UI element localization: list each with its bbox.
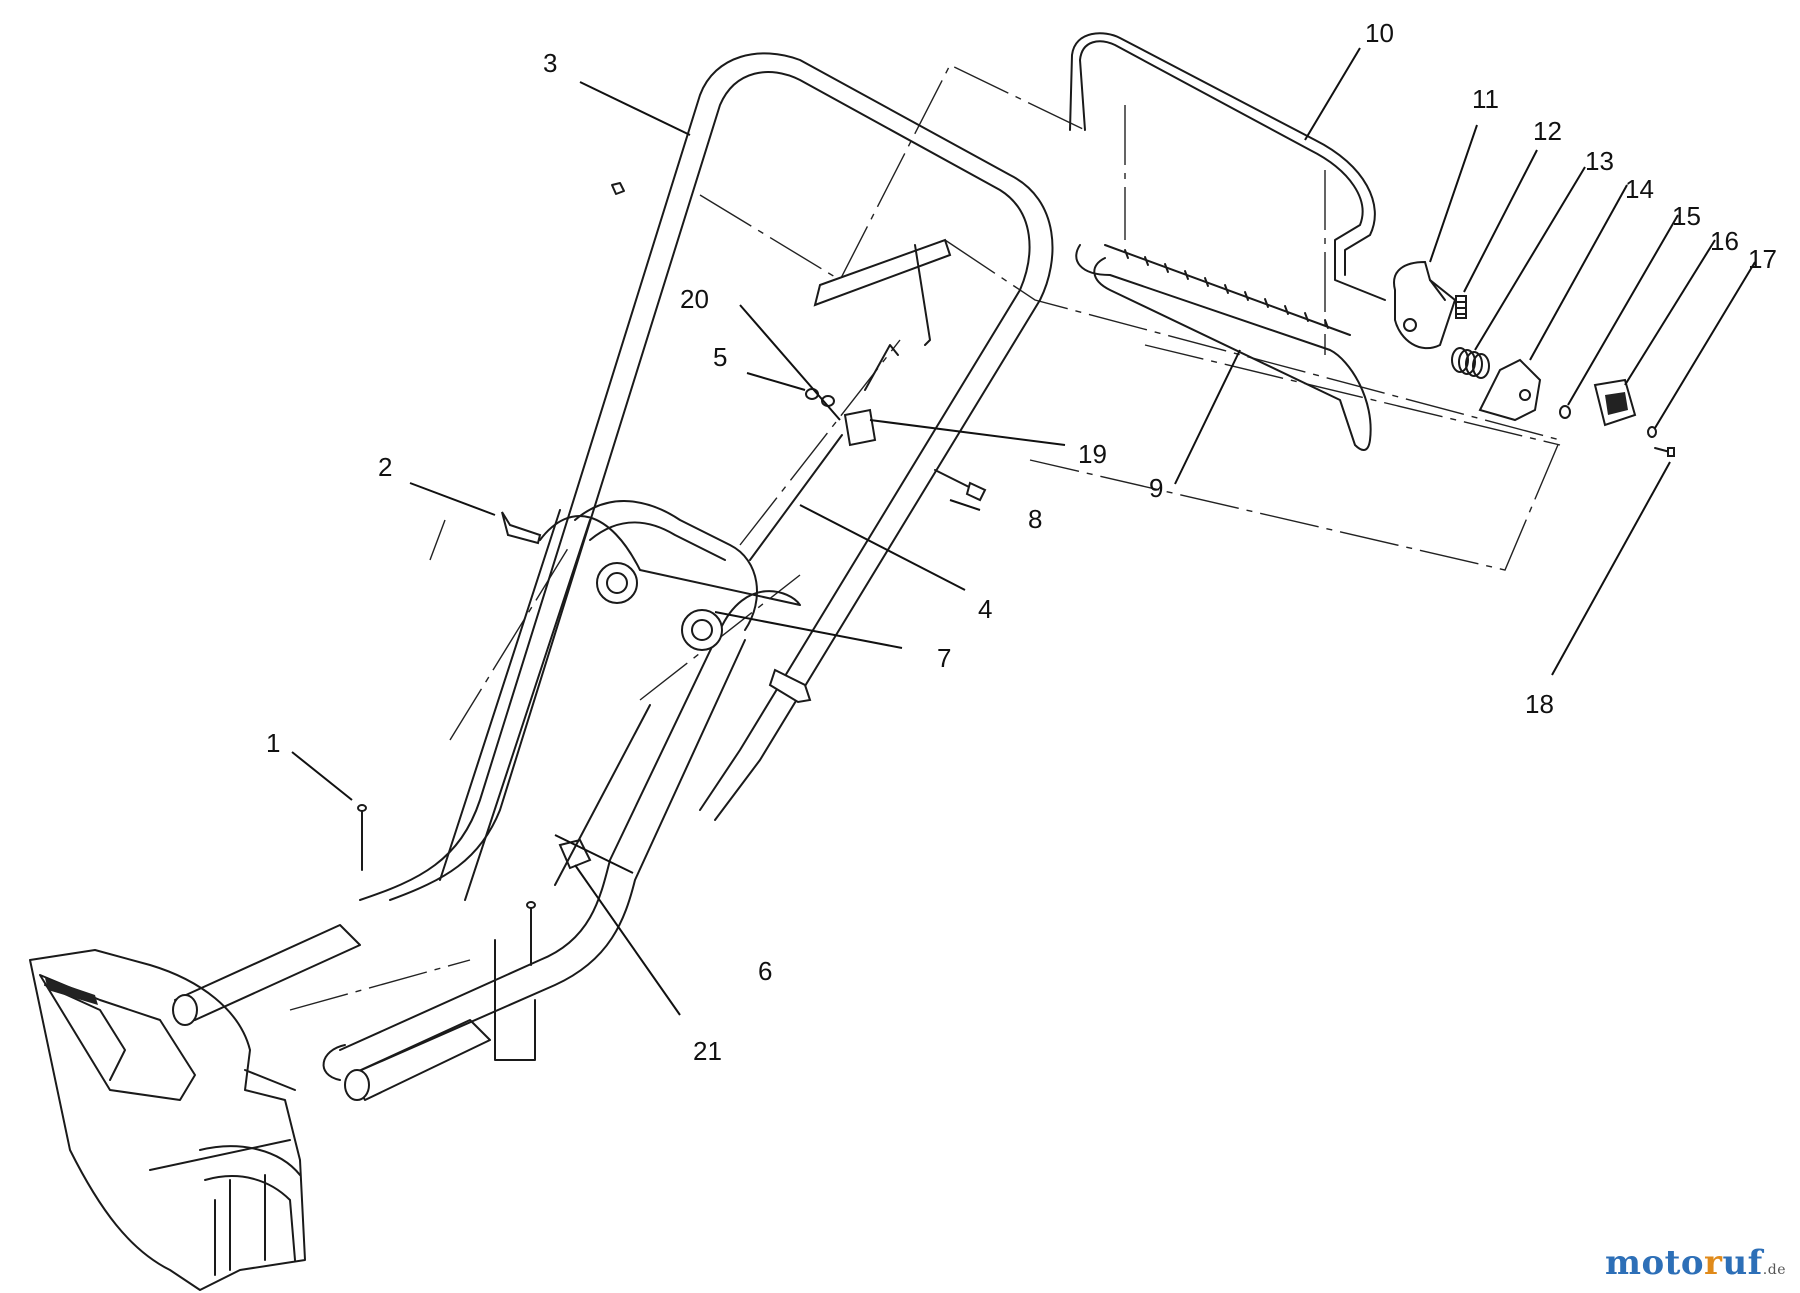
- mower-housing: [29, 949, 306, 1291]
- carriage-bolt-2: [501, 511, 542, 545]
- carriage-bolt-lower: [768, 668, 812, 704]
- callout-labels: 1 2 3 4 5 6 7 8 9 10 11 12 13 14 15 16 1…: [266, 18, 1777, 1066]
- callout-1: 1: [266, 728, 280, 758]
- callout-5: 5: [713, 342, 727, 372]
- watermark-part-c: uf: [1722, 1243, 1763, 1283]
- washer-15: [1559, 405, 1571, 419]
- phantom-lines: [289, 64, 1561, 1011]
- callout-14: 14: [1625, 174, 1654, 204]
- watermark-part-a: moto: [1604, 1243, 1705, 1283]
- upper-handle: [359, 52, 1054, 901]
- nut-17: [1647, 426, 1657, 438]
- bolt-1-left: [357, 804, 367, 871]
- cable-tie-21: [554, 704, 651, 886]
- knob-7: [681, 609, 723, 651]
- bail-and-bar: [1069, 32, 1386, 451]
- cable-clamp-19: [843, 344, 899, 447]
- lower-handle: [322, 500, 801, 1081]
- callout-16: 16: [1710, 226, 1739, 256]
- callout-18: 18: [1525, 689, 1554, 719]
- callout-11: 11: [1472, 84, 1499, 114]
- watermark-tld: .de: [1762, 1262, 1786, 1278]
- screw-18: [1654, 447, 1675, 457]
- callout-7: 7: [937, 643, 951, 673]
- cable-4: [749, 434, 843, 561]
- callout-12: 12: [1533, 116, 1562, 146]
- callout-17: 17: [1748, 244, 1777, 274]
- callout-9: 9: [1149, 473, 1163, 503]
- callout-8: 8: [1028, 504, 1042, 534]
- callout-2: 2: [378, 452, 392, 482]
- callout-13: 13: [1585, 146, 1614, 176]
- mounting-plate: [494, 238, 952, 1061]
- leader-lines: [291, 47, 1756, 1016]
- callout-4: 4: [978, 594, 992, 624]
- callout-20: 20: [680, 284, 709, 314]
- lower-tubes: [172, 924, 491, 1101]
- torsion-spring-13: [1451, 347, 1490, 379]
- callout-21: 21: [693, 1036, 722, 1066]
- callout-6: 6: [758, 956, 772, 986]
- bolt-1-right: [526, 901, 536, 966]
- watermark-part-b: r: [1704, 1243, 1723, 1283]
- control-housing-11: [1393, 260, 1457, 350]
- cover-16: [1593, 378, 1637, 427]
- callout-15: 15: [1672, 201, 1701, 231]
- grip-bar-notches: [1124, 249, 1329, 329]
- bolt-8: [934, 469, 987, 502]
- callout-19: 19: [1078, 439, 1107, 469]
- callout-3: 3: [543, 48, 557, 78]
- site-watermark: motoruf.de: [1605, 1243, 1786, 1283]
- lever-14: [1478, 358, 1542, 422]
- callout-10: 10: [1365, 18, 1394, 48]
- spring-12: [1455, 295, 1467, 319]
- knob-left: [596, 562, 638, 604]
